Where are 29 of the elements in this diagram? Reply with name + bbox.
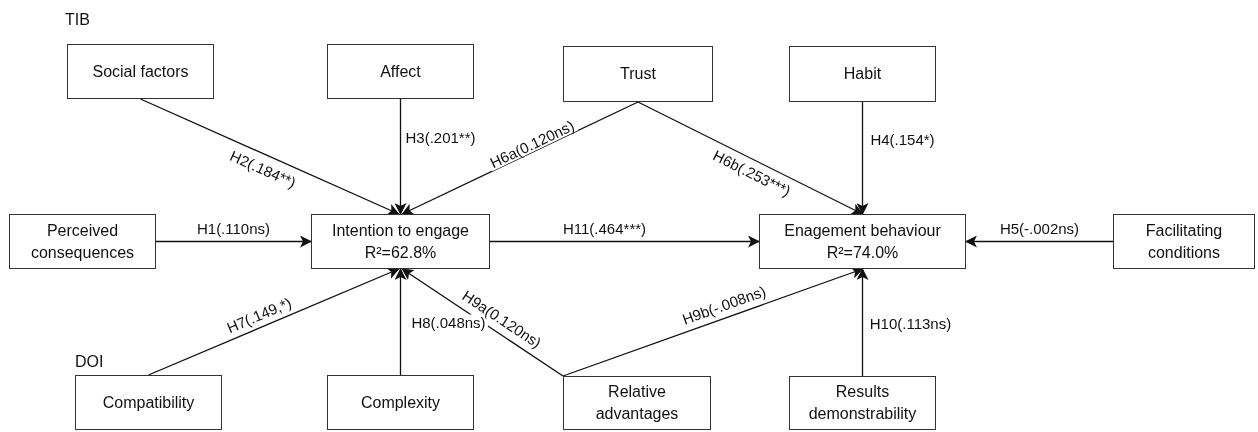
edge-label: H10(.113ns)	[867, 315, 954, 330]
construct-box: Trust	[563, 46, 713, 102]
construct-box: Affect	[327, 44, 474, 99]
construct-box: Perceived consequences	[9, 214, 156, 269]
arrow	[147, 267, 400, 376]
arrow	[856, 268, 869, 377]
arrow	[139, 98, 400, 215]
arrow	[637, 101, 864, 215]
edge-label: H4(.154*)	[868, 131, 937, 147]
arrow	[562, 267, 864, 377]
group-label: TIB	[65, 10, 90, 30]
construct-box: Relative advantages	[563, 376, 711, 430]
group-label: DOI	[75, 352, 104, 372]
arrow	[155, 235, 312, 248]
construct-box: Habit	[789, 46, 936, 102]
arrow	[965, 235, 1114, 248]
arrow	[856, 101, 869, 215]
arrow	[394, 268, 407, 376]
edge-label: H3(.201**)	[403, 129, 478, 145]
construct-box: Facilitating conditions	[1113, 214, 1255, 269]
arrow	[394, 98, 407, 215]
construct-box: Enagement behaviour R²=74.0%	[759, 214, 966, 269]
construct-box: Compatibility	[75, 375, 222, 430]
construct-box: Intention to engage R²=62.8%	[311, 214, 490, 269]
arrow	[401, 268, 564, 377]
construct-box: Complexity	[327, 375, 474, 430]
arrow	[489, 235, 760, 248]
construct-box: Social factors	[67, 44, 214, 99]
construct-box: Results demonstrability	[789, 376, 936, 430]
